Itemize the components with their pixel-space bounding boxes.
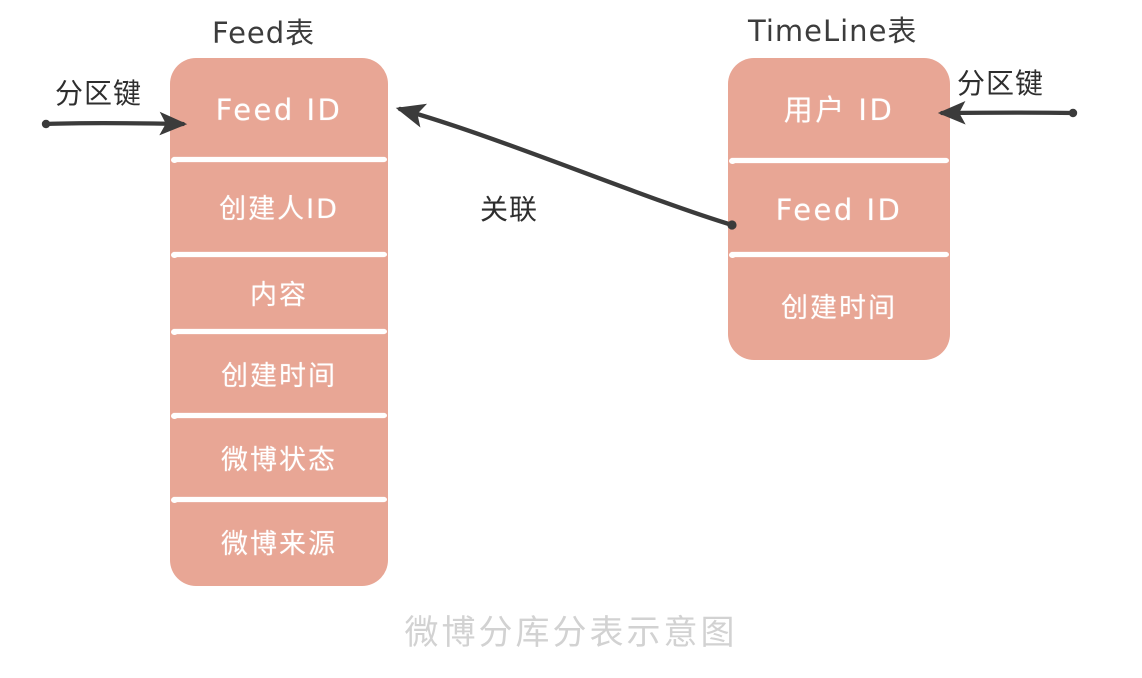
timeline-row-label: 创建时间 — [781, 293, 897, 324]
row-separator — [171, 412, 387, 419]
feed-row-feed-id[interactable]: Feed ID — [170, 58, 388, 163]
row-separator — [171, 496, 387, 503]
partition-key-label-right: 分区键 — [957, 67, 1045, 100]
diagram-caption: 微博分库分表示意图 — [404, 613, 738, 653]
feed-row-label: 内容 — [250, 280, 308, 311]
feed-row-label: 创建时间 — [221, 360, 337, 392]
feed-row-source[interactable]: 微博来源 — [170, 502, 388, 586]
partition-key-label-left: 分区键 — [55, 77, 143, 110]
row-separator — [171, 328, 387, 335]
partition-key-arrow-left — [41, 111, 188, 136]
relation-label: 关联 — [480, 193, 539, 226]
timeline-row-feed-id[interactable]: Feed ID — [728, 163, 950, 258]
timeline-row-user-id[interactable]: 用户 ID — [728, 58, 950, 164]
timeline-table-title: TimeLine表 — [748, 14, 918, 48]
relation-arrow — [395, 103, 737, 230]
feed-row-label: 微博状态 — [221, 444, 337, 476]
timeline-row-create-time[interactable]: 创建时间 — [728, 257, 950, 360]
partition-key-arrow-right — [937, 101, 1078, 125]
feed-row-label: 微博来源 — [221, 528, 337, 560]
timeline-table: 用户 ID Feed ID 创建时间 — [728, 58, 950, 360]
timeline-row-label: 用户 ID — [783, 93, 895, 127]
feed-row-status[interactable]: 微博状态 — [170, 418, 388, 503]
row-separator — [171, 251, 387, 258]
feed-row-content[interactable]: 内容 — [170, 257, 388, 335]
row-separator — [729, 251, 949, 258]
feed-row-label: Feed ID — [215, 92, 343, 127]
feed-row-label: 创建人ID — [219, 194, 339, 225]
timeline-row-label: Feed ID — [775, 192, 903, 227]
row-separator — [171, 156, 387, 163]
feed-table: Feed ID 创建人ID 内容 创建时间 微博状态 微博来源 — [170, 58, 388, 586]
feed-table-title: Feed表 — [212, 16, 316, 50]
feed-row-creator-id[interactable]: 创建人ID — [170, 162, 388, 258]
feed-row-create-time[interactable]: 创建时间 — [170, 334, 388, 419]
